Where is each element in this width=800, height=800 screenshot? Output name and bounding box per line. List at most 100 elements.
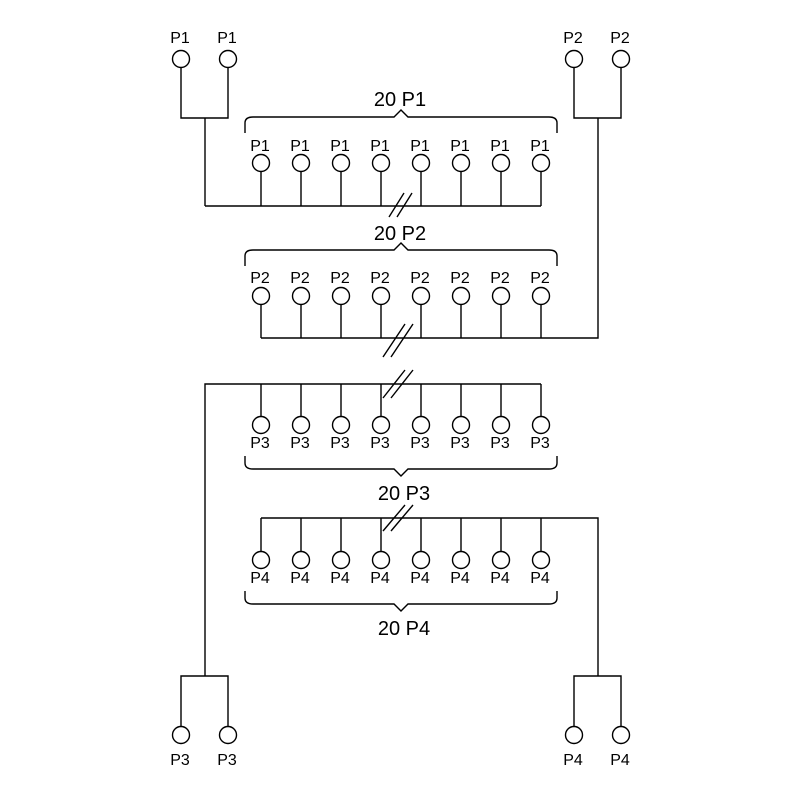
pin-label: P1	[450, 138, 470, 155]
pin-circle	[251, 153, 271, 173]
pin-circle	[411, 286, 431, 306]
corner-pin-circle	[564, 725, 584, 745]
bus-wire	[261, 517, 599, 676]
pin-label: P2	[330, 270, 350, 287]
bus-wire	[204, 383, 541, 676]
pin-circle	[331, 415, 351, 435]
pin-circle	[291, 286, 311, 306]
break-mark	[382, 504, 406, 532]
pin-circle	[291, 153, 311, 173]
pin-circle	[251, 286, 271, 306]
corner-pin-label: P2	[563, 30, 583, 47]
pin-circle	[451, 550, 471, 570]
pin-label: P3	[250, 435, 270, 452]
corner-pair-wire	[180, 67, 229, 119]
pin-circle	[411, 550, 431, 570]
pin-label: P2	[370, 270, 390, 287]
pin-circle	[371, 153, 391, 173]
break-mark	[390, 323, 414, 358]
pin-label: P2	[450, 270, 470, 287]
pin-row: P2 P2 P2 P2 P2 P2 P2 P2	[250, 270, 551, 338]
corner-pin-circle	[171, 725, 191, 745]
pin-circle	[531, 415, 551, 435]
group-label: 20 P4	[378, 618, 430, 640]
corner-trunk-wire	[541, 118, 599, 339]
pin-circle	[371, 286, 391, 306]
corner-pin-label: P4	[610, 752, 630, 769]
corner-pair-top-left: P1 P1	[170, 30, 238, 206]
pin-label: P1	[290, 138, 310, 155]
pin-circle	[491, 153, 511, 173]
pin-label: P4	[330, 570, 350, 587]
group-brace	[244, 456, 558, 477]
pin-circle	[531, 153, 551, 173]
pin-label: P3	[290, 435, 310, 452]
corner-pin-label: P1	[170, 30, 190, 47]
corner-pair-wire	[573, 67, 622, 119]
corner-pin-circle	[218, 725, 238, 745]
group-brace	[244, 242, 558, 266]
break-mark	[390, 504, 414, 532]
pin-label: P1	[330, 138, 350, 155]
pin-label: P4	[530, 570, 550, 587]
corner-pin-circle	[171, 49, 191, 69]
break-mark	[390, 369, 414, 399]
pin-row: P4 P4 P4 P4 P4 P4 P4 P4	[250, 518, 551, 587]
pin-label: P2	[490, 270, 510, 287]
corner-pin-circle	[611, 725, 631, 745]
pin-label: P2	[530, 270, 550, 287]
pin-label: P4	[450, 570, 470, 587]
pin-label: P3	[370, 435, 390, 452]
corner-pair-wire	[180, 675, 229, 727]
corner-pair-bottom-left: P3 P3	[170, 675, 238, 769]
pin-circle	[491, 550, 511, 570]
pin-label: P4	[490, 570, 510, 587]
row-p4: P4 P4 P4 P4 P4 P4 P4 P4 20 P4	[244, 504, 599, 676]
pin-row: P3 P3 P3 P3 P3 P3 P3 P3	[250, 384, 551, 452]
break-mark	[388, 192, 405, 218]
group-label: 20 P2	[374, 223, 426, 245]
pin-circle	[251, 550, 271, 570]
pin-circle	[291, 415, 311, 435]
pin-circle	[331, 550, 351, 570]
corner-pin-circle	[564, 49, 584, 69]
pin-label: P4	[410, 570, 430, 587]
pin-circle	[531, 550, 551, 570]
corner-pin-label: P3	[217, 752, 237, 769]
pin-label: P1	[530, 138, 550, 155]
pin-label: P3	[410, 435, 430, 452]
group-label: 20 P3	[378, 483, 430, 505]
row-p3: P3 P3 P3 P3 P3 P3 P3 P3 20 P3	[204, 369, 558, 676]
pin-circle	[371, 415, 391, 435]
corner-pin-circle	[218, 49, 238, 69]
break-mark	[382, 323, 406, 358]
pin-label: P1	[490, 138, 510, 155]
pin-circle	[291, 550, 311, 570]
pin-label: P4	[250, 570, 270, 587]
pin-label: P3	[530, 435, 550, 452]
pin-circle	[371, 550, 391, 570]
pin-label: P3	[490, 435, 510, 452]
corner-pair-bottom-right: P4 P4	[563, 675, 631, 769]
corner-pair-wire	[573, 675, 622, 727]
row-p1: 20 P1 P1 P1 P1 P1 P1 P1 P1 P1	[205, 89, 558, 218]
pin-label: P2	[410, 270, 430, 287]
pin-circle	[531, 286, 551, 306]
group-brace	[244, 591, 558, 612]
pin-circle	[331, 286, 351, 306]
pin-label: P1	[250, 138, 270, 155]
pin-circle	[331, 153, 351, 173]
break-mark	[396, 192, 413, 218]
pin-circle	[491, 415, 511, 435]
corner-pin-label: P1	[217, 30, 237, 47]
pin-label: P2	[250, 270, 270, 287]
pin-label: P4	[290, 570, 310, 587]
pin-label: P1	[410, 138, 430, 155]
pin-label: P4	[370, 570, 390, 587]
group-brace	[244, 109, 558, 133]
pin-label: P3	[450, 435, 470, 452]
corner-pin-label: P4	[563, 752, 583, 769]
pin-circle	[411, 153, 431, 173]
corner-pin-circle	[611, 49, 631, 69]
